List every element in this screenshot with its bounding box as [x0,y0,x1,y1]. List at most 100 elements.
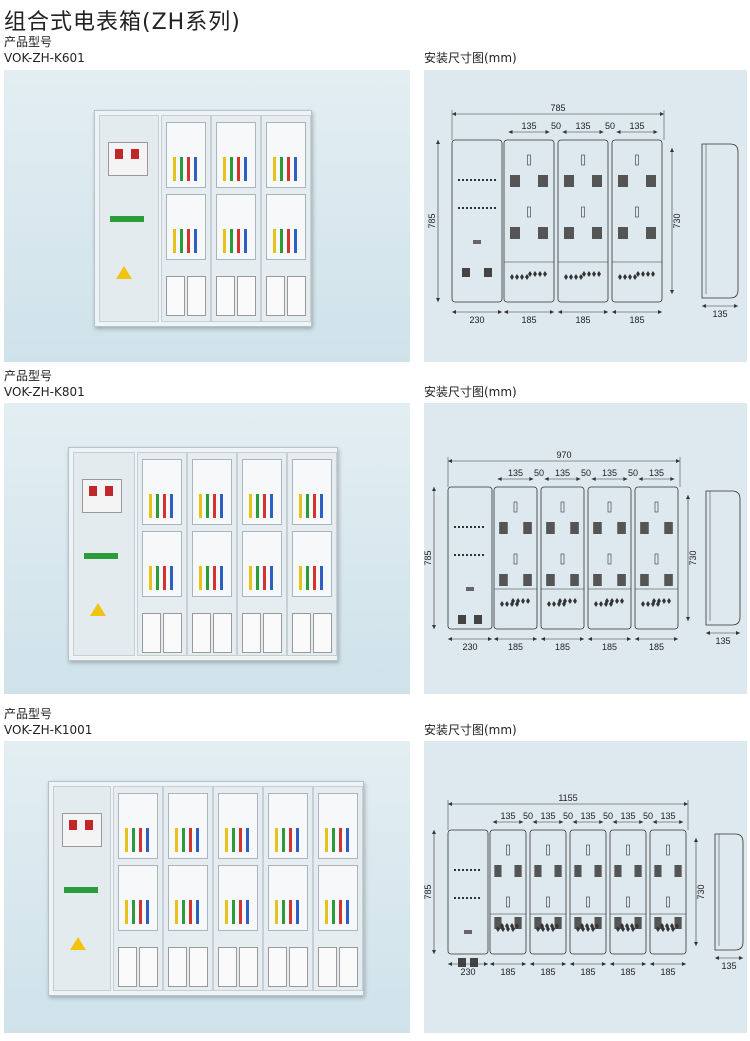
wire [306,566,309,590]
wire [175,828,178,852]
meter-column [161,115,211,322]
meter-slot-mark [607,553,612,565]
unit-width-label: 185 [508,642,523,652]
wire [339,828,342,852]
product-type-label: 产品型号 [4,35,53,49]
meter-slot-mark [527,206,531,218]
dimension-arrow [570,962,606,966]
breaker-symbol [552,601,556,607]
meter-slot-mark [527,154,531,166]
breaker-symbol [541,926,545,932]
meter-width-label: 135 [575,121,590,131]
meter-window [592,175,602,187]
wire [220,566,223,590]
product-photo [4,741,410,1033]
wire [206,494,209,518]
meter-column [213,786,263,991]
wire [246,900,249,924]
breaker-symbol [543,271,547,277]
wire [232,900,235,924]
wire [132,828,135,852]
meter-unit-outline [634,486,679,630]
branch-breaker [142,613,161,653]
wire [244,229,247,253]
meter-window [554,917,562,929]
wire [196,828,199,852]
meter-column [163,786,213,991]
wire [275,900,278,924]
branch-breaker [313,613,332,653]
wire [194,157,197,181]
meter-window [664,574,673,586]
wire [237,157,240,181]
left-compartment-outline [447,486,493,630]
wire [199,566,202,590]
meter-window [499,574,508,586]
meter-window [614,917,622,929]
main-breaker-compartment [99,115,159,322]
wire [313,494,316,518]
unit-width-label: 185 [540,967,555,977]
meter-slot-mark [560,501,565,513]
meter-slot [168,793,208,859]
meter-window [523,522,532,534]
breaker-symbol [666,926,670,932]
meter-slot-mark [546,896,550,908]
page-title: 组合式电表箱(ZH系列) [4,10,241,35]
height-label: 785 [424,550,433,565]
dimension-arrow [530,962,566,966]
breaker-symbol [641,271,645,277]
meter-column [237,452,287,656]
meter-slot [142,531,182,597]
meter-window [494,865,502,877]
breaker-symbol [597,271,601,277]
meter-window [674,865,682,877]
wire [306,494,309,518]
meter-window [510,227,520,239]
indicator [464,930,472,934]
breaker-symbol [587,271,591,277]
overall-width-label: 970 [556,450,571,460]
breaker-handle [85,820,93,830]
warning-sign-icon [116,266,132,279]
breaker-symbol [662,598,666,604]
meter-slot [318,865,358,931]
meter-unit-outline [540,486,585,630]
breaker-symbol [500,601,504,607]
meter-window [534,917,542,929]
meter-unit-outline [611,139,663,303]
wire [275,828,278,852]
wire [170,566,173,590]
meter-width-label: 135 [629,121,644,131]
dimension-arrow [497,477,534,481]
breaker-symbol [646,271,650,277]
branch-breaker [189,947,208,987]
breaker-symbol [661,926,665,932]
meter-window [534,865,542,877]
dimension-arrow [610,962,646,966]
wire [325,900,328,924]
wire [220,494,223,518]
socket-icon [458,958,466,967]
wire [223,157,226,181]
breaker-handle [105,486,113,496]
branch-breaker [166,276,185,316]
left-width-label: 230 [462,642,477,652]
meter-window [570,522,579,534]
breaker-symbol [515,274,519,280]
meter-slot-mark [635,206,639,218]
wire [289,900,292,924]
breaker-symbol [510,601,514,607]
unit-width-label: 185 [575,315,590,325]
unit-width-label: 185 [660,967,675,977]
meter-slot [218,793,258,859]
wire [182,828,185,852]
breaker-symbol [620,598,624,604]
gap-label: 50 [563,811,573,821]
meter-width-label: 135 [555,468,570,478]
unit-width-label: 185 [521,315,536,325]
meter-width-label: 135 [620,811,635,821]
meter-slot-mark [586,844,590,856]
